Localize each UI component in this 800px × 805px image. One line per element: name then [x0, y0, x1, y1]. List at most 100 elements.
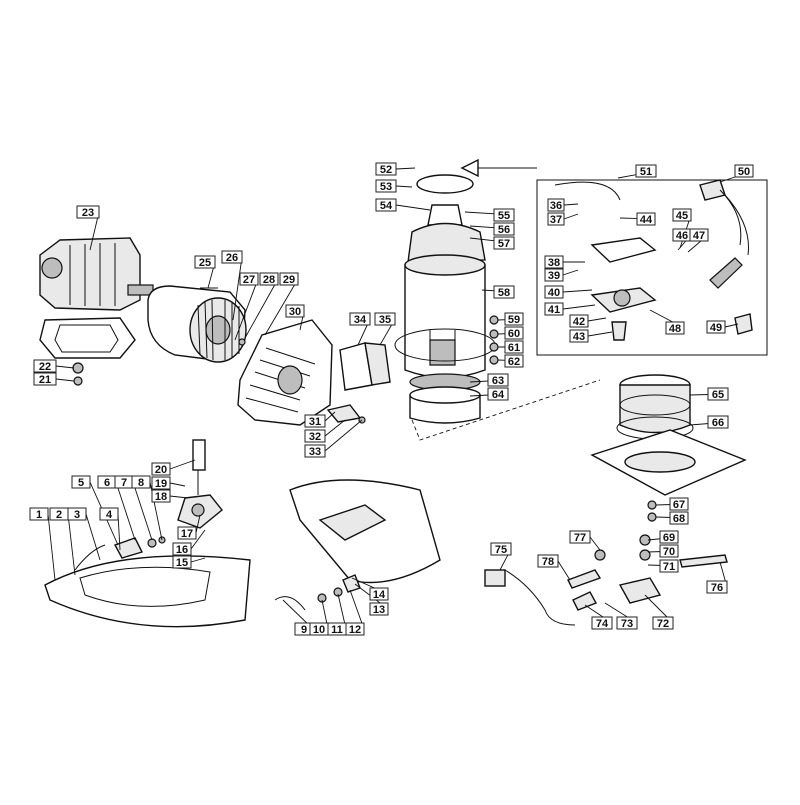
- part-label-3[interactable]: 3: [67, 507, 87, 521]
- part-label-64[interactable]: 64: [487, 387, 509, 401]
- part-label-8[interactable]: 8: [131, 475, 151, 489]
- part-label-39[interactable]: 39: [544, 268, 564, 282]
- part-label-44[interactable]: 44: [636, 212, 656, 226]
- part-label-43[interactable]: 43: [569, 329, 589, 343]
- leader-line-43: [587, 331, 613, 337]
- part-label-14[interactable]: 14: [369, 587, 389, 601]
- part-label-71[interactable]: 71: [659, 559, 679, 573]
- part-label-77[interactable]: 77: [569, 530, 591, 544]
- part-label-73[interactable]: 73: [616, 616, 638, 630]
- part-label-53[interactable]: 53: [375, 179, 397, 193]
- part-number-text: 67: [673, 499, 685, 511]
- part-label-box: [151, 489, 171, 503]
- part-label-27[interactable]: 27: [239, 272, 259, 286]
- part-label-78[interactable]: 78: [537, 554, 559, 568]
- part-label-75[interactable]: 75: [490, 542, 512, 556]
- part-label-57[interactable]: 57: [493, 236, 515, 250]
- part-label-55[interactable]: 55: [493, 208, 515, 222]
- part-label-18[interactable]: 18: [151, 489, 171, 503]
- part-number-text: 52: [380, 164, 392, 176]
- part-label-box: [375, 179, 397, 193]
- part-label-2[interactable]: 2: [49, 507, 69, 521]
- part-label-19[interactable]: 19: [151, 476, 171, 490]
- part-label-5[interactable]: 5: [71, 475, 91, 489]
- part-label-1[interactable]: 1: [29, 507, 49, 521]
- part-label-20[interactable]: 20: [151, 462, 171, 476]
- part-label-30[interactable]: 30: [285, 304, 305, 318]
- part-label-70[interactable]: 70: [659, 544, 679, 558]
- part-label-46[interactable]: 46: [672, 228, 692, 242]
- part-label-6[interactable]: 6: [97, 475, 117, 489]
- part-label-25[interactable]: 25: [194, 255, 216, 269]
- part-label-51[interactable]: 51: [635, 164, 657, 178]
- part-number-text: 31: [309, 416, 321, 428]
- part-label-58[interactable]: 58: [493, 285, 515, 299]
- part-label-65[interactable]: 65: [707, 387, 729, 401]
- part-label-49[interactable]: 49: [706, 320, 726, 334]
- part-label-63[interactable]: 63: [487, 373, 509, 387]
- part-number-text: 58: [498, 287, 510, 299]
- part-label-10[interactable]: 10: [309, 622, 329, 636]
- part-label-12[interactable]: 12: [345, 622, 365, 636]
- part-label-72[interactable]: 72: [652, 616, 674, 630]
- part-number-text: 39: [548, 270, 560, 282]
- part-label-16[interactable]: 16: [172, 542, 192, 556]
- part-label-74[interactable]: 74: [591, 616, 613, 630]
- part-number-text: 7: [121, 477, 127, 489]
- part-label-35[interactable]: 35: [374, 312, 396, 326]
- part-label-56[interactable]: 56: [493, 222, 515, 236]
- part-label-34[interactable]: 34: [349, 312, 371, 326]
- part-label-36[interactable]: 36: [547, 198, 565, 212]
- part-label-62[interactable]: 62: [504, 354, 524, 368]
- part-label-52[interactable]: 52: [375, 162, 397, 176]
- part-label-4[interactable]: 4: [99, 507, 119, 521]
- part-label-60[interactable]: 60: [504, 326, 524, 340]
- part-label-box: [734, 164, 754, 178]
- part-label-59[interactable]: 59: [504, 312, 524, 326]
- part-label-50[interactable]: 50: [734, 164, 754, 178]
- part-label-48[interactable]: 48: [665, 321, 685, 335]
- part-label-67[interactable]: 67: [669, 497, 689, 511]
- part-number-text: 38: [548, 257, 560, 269]
- leader-line-22: [55, 365, 75, 369]
- part-label-11[interactable]: 11: [327, 622, 347, 636]
- part-number-text: 75: [495, 544, 507, 556]
- part-label-37[interactable]: 37: [547, 212, 565, 226]
- heater-tank-drawing: [394, 174, 601, 441]
- part-number-text: 6: [104, 477, 110, 489]
- part-label-33[interactable]: 33: [304, 444, 326, 458]
- part-label-32[interactable]: 32: [304, 429, 326, 443]
- part-label-15[interactable]: 15: [172, 555, 192, 569]
- part-label-45[interactable]: 45: [672, 208, 692, 222]
- part-label-61[interactable]: 61: [504, 340, 524, 354]
- part-label-box: [659, 544, 679, 558]
- part-label-66[interactable]: 66: [707, 415, 729, 429]
- part-label-26[interactable]: 26: [221, 250, 243, 264]
- part-number-text: 16: [176, 544, 188, 556]
- part-label-38[interactable]: 38: [544, 255, 564, 269]
- part-label-7[interactable]: 7: [114, 475, 134, 489]
- part-label-13[interactable]: 13: [369, 602, 389, 616]
- leader-line-77: [589, 536, 601, 551]
- part-label-29[interactable]: 29: [279, 272, 299, 286]
- part-label-22[interactable]: 22: [33, 359, 57, 373]
- part-label-17[interactable]: 17: [177, 526, 197, 540]
- part-number-text: 22: [39, 361, 51, 373]
- part-label-31[interactable]: 31: [304, 414, 326, 428]
- combustion-chamber-drawing: [590, 374, 747, 496]
- part-label-box: [194, 255, 216, 269]
- part-label-28[interactable]: 28: [259, 272, 279, 286]
- part-number-text: 37: [550, 214, 562, 226]
- part-label-41[interactable]: 41: [544, 302, 564, 316]
- part-label-box: [569, 314, 589, 328]
- part-label-54[interactable]: 54: [375, 198, 397, 212]
- part-label-40[interactable]: 40: [544, 285, 564, 299]
- part-label-76[interactable]: 76: [706, 580, 728, 594]
- part-label-47[interactable]: 47: [689, 228, 709, 242]
- part-label-21[interactable]: 21: [33, 372, 57, 386]
- part-label-23[interactable]: 23: [76, 205, 100, 219]
- part-label-42[interactable]: 42: [569, 314, 589, 328]
- part-label-69[interactable]: 69: [659, 530, 679, 544]
- part-label-68[interactable]: 68: [669, 511, 689, 525]
